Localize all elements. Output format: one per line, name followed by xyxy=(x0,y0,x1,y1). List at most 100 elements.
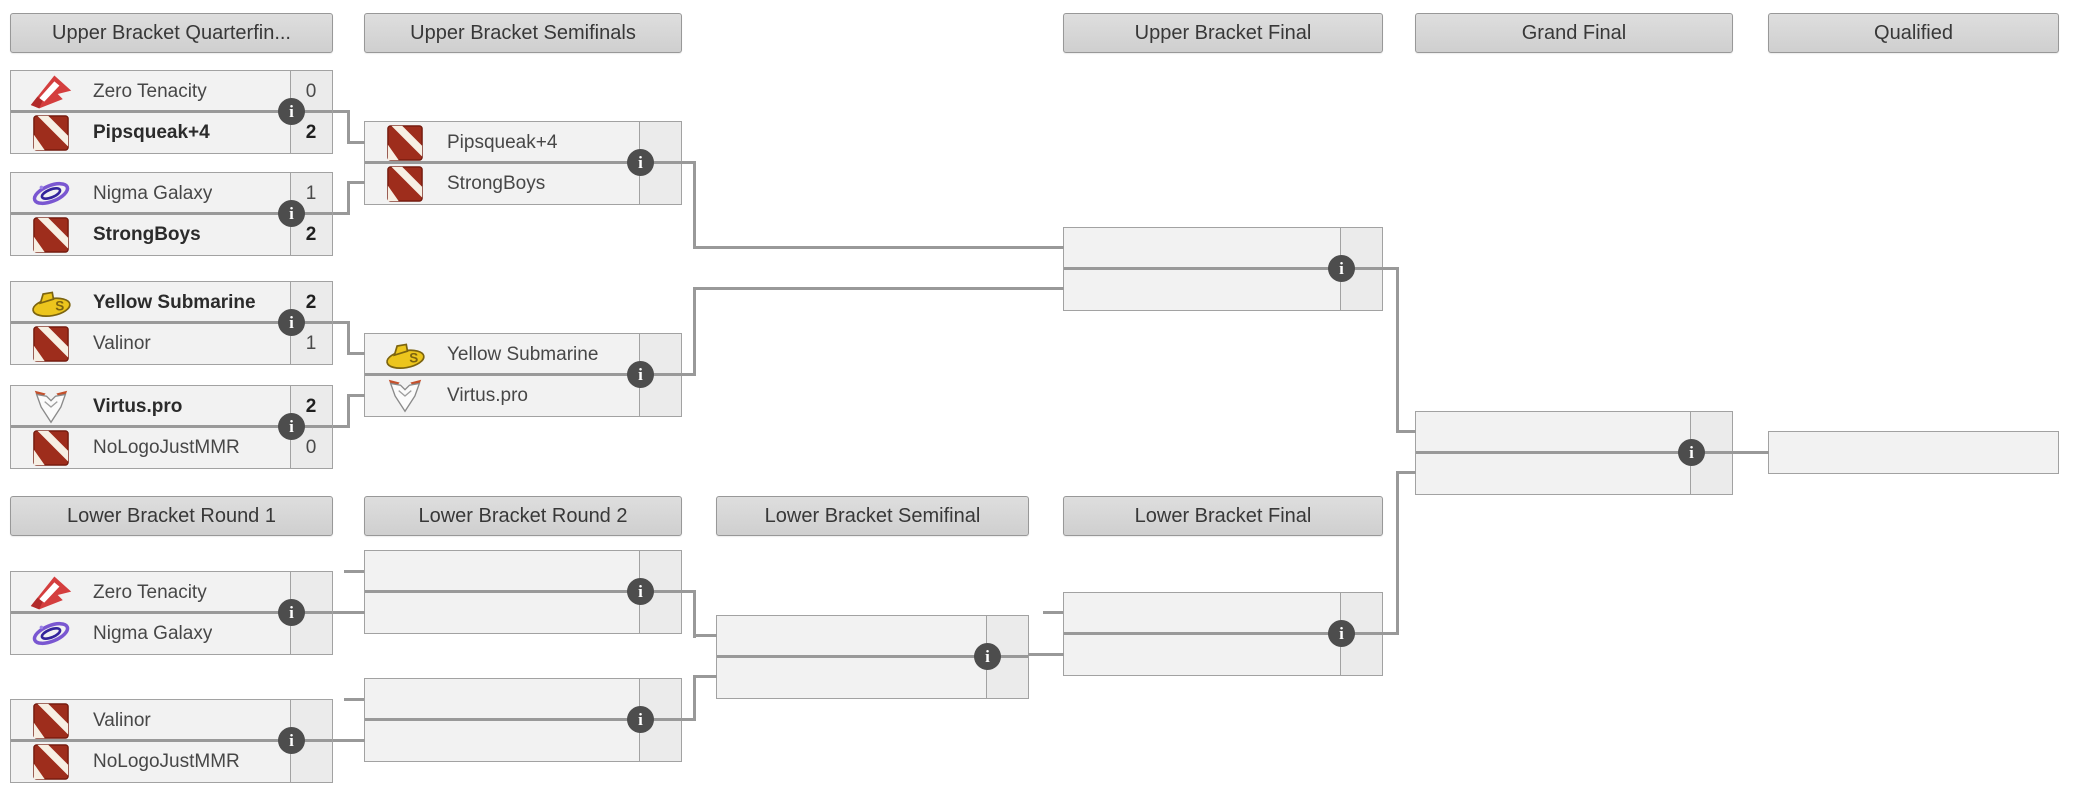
team-slot[interactable]: Pipsqueak+4 xyxy=(365,122,681,163)
match-info-icon[interactable]: i xyxy=(627,706,654,733)
dota2-logo-icon[interactable] xyxy=(29,743,73,781)
dota2-logo-icon[interactable] xyxy=(29,429,73,467)
bracket-connector xyxy=(347,181,365,184)
team-slot[interactable]: Nigma Galaxy xyxy=(11,613,332,654)
virtus-pro-logo-icon[interactable] xyxy=(383,377,427,415)
match-divider xyxy=(365,718,681,721)
bracket-connector xyxy=(347,394,350,428)
team-slot[interactable]: Virtus.pro 2 xyxy=(11,386,332,427)
team-score: 1 xyxy=(305,183,317,204)
yellow-submarine-logo-icon[interactable]: S xyxy=(29,284,73,322)
team-name[interactable]: Yellow Submarine xyxy=(93,291,256,313)
svg-text:S: S xyxy=(409,350,418,365)
round-header-qualified: Qualified xyxy=(1768,13,2059,53)
bracket-connector xyxy=(681,590,695,593)
match-info-icon[interactable]: i xyxy=(278,309,305,336)
team-name[interactable]: Pipsqueak+4 xyxy=(93,121,210,143)
nigma-galaxy-logo-icon[interactable] xyxy=(29,175,73,213)
team-name[interactable]: Valinor xyxy=(93,332,151,354)
match-divider xyxy=(11,212,332,215)
match-info-icon[interactable]: i xyxy=(627,149,654,176)
yellow-submarine-logo-icon[interactable]: S xyxy=(383,336,427,374)
match-info-icon[interactable]: i xyxy=(1328,620,1355,647)
zero-tenacity-logo-icon[interactable] xyxy=(29,574,73,612)
team-name[interactable]: StrongBoys xyxy=(447,172,546,194)
round-header-upper-semifinals: Upper Bracket Semifinals xyxy=(364,13,682,53)
team-slot[interactable]: StrongBoys xyxy=(365,163,681,204)
team-name[interactable]: Virtus.pro xyxy=(447,384,528,406)
match-info-icon[interactable]: i xyxy=(1328,255,1355,282)
match-qualified xyxy=(1768,431,2059,474)
team-name[interactable]: Pipsqueak+4 xyxy=(447,131,558,153)
team-score: 0 xyxy=(305,81,317,102)
dota2-logo-icon[interactable] xyxy=(29,114,73,152)
team-slot[interactable]: Virtus.pro xyxy=(365,375,681,416)
match-ub-final: i xyxy=(1063,227,1383,311)
team-name[interactable]: StrongBoys xyxy=(93,223,201,245)
match-divider xyxy=(365,373,681,376)
team-slot[interactable]: Valinor xyxy=(11,700,332,741)
dota2-logo-icon[interactable] xyxy=(383,124,427,162)
match-divider xyxy=(11,425,332,428)
bracket-connector xyxy=(347,394,365,397)
round-header-lower-round2: Lower Bracket Round 2 xyxy=(364,496,682,536)
team-name[interactable]: NoLogoJustMMR xyxy=(93,750,240,772)
team-score: 2 xyxy=(305,396,317,417)
match-info-icon[interactable]: i xyxy=(1678,439,1705,466)
zero-tenacity-logo-icon[interactable] xyxy=(29,73,73,111)
bracket-connector xyxy=(344,698,364,701)
dota2-logo-icon[interactable] xyxy=(383,165,427,203)
virtus-pro-logo-icon[interactable] xyxy=(29,388,73,426)
team-score: 2 xyxy=(305,122,317,143)
dota2-logo-icon[interactable] xyxy=(29,702,73,740)
bracket-connector xyxy=(333,212,349,215)
bracket-connector xyxy=(1043,611,1063,614)
match-divider xyxy=(1416,451,1732,454)
team-slot[interactable]: Zero Tenacity 0 xyxy=(11,71,332,112)
dota2-logo-icon[interactable] xyxy=(29,325,73,363)
round-header-upper-final: Upper Bracket Final xyxy=(1063,13,1383,53)
bracket-connector xyxy=(693,590,696,638)
nigma-galaxy-logo-icon[interactable] xyxy=(29,615,73,653)
team-name[interactable]: Nigma Galaxy xyxy=(93,622,213,644)
bracket-connector xyxy=(693,675,717,678)
team-slot[interactable]: S Yellow Submarine xyxy=(365,334,681,375)
team-name[interactable]: Virtus.pro xyxy=(93,395,183,417)
round-header-lower-semifinal: Lower Bracket Semifinal xyxy=(716,496,1029,536)
match-info-icon[interactable]: i xyxy=(627,578,654,605)
match-info-icon[interactable]: i xyxy=(278,413,305,440)
team-score: 1 xyxy=(305,333,317,354)
match-info-icon[interactable]: i xyxy=(278,200,305,227)
team-slot[interactable]: Pipsqueak+4 2 xyxy=(11,112,332,153)
team-slot[interactable]: Valinor 1 xyxy=(11,323,332,364)
match-divider xyxy=(717,655,1028,658)
dota2-logo-icon[interactable] xyxy=(29,216,73,254)
round-header-lower-final: Lower Bracket Final xyxy=(1063,496,1383,536)
team-name[interactable]: Yellow Submarine xyxy=(447,343,599,365)
bracket-connector xyxy=(693,634,717,637)
bracket-connector xyxy=(1396,471,1399,635)
match-lb-sf: i xyxy=(716,615,1029,699)
round-header-grand-final: Grand Final xyxy=(1415,13,1733,53)
match-info-icon[interactable]: i xyxy=(974,643,1001,670)
match-info-icon[interactable]: i xyxy=(278,727,305,754)
team-name[interactable]: Zero Tenacity xyxy=(93,80,207,102)
match-info-icon[interactable]: i xyxy=(278,599,305,626)
team-name[interactable]: Nigma Galaxy xyxy=(93,182,213,204)
team-name[interactable]: Zero Tenacity xyxy=(93,581,207,603)
team-name[interactable]: NoLogoJustMMR xyxy=(93,436,240,458)
team-name[interactable]: Valinor xyxy=(93,709,151,731)
match-info-icon[interactable]: i xyxy=(278,98,305,125)
team-slot[interactable]: Nigma Galaxy 1 xyxy=(11,173,332,214)
match-info-icon[interactable]: i xyxy=(627,361,654,388)
team-slot[interactable]: Zero Tenacity xyxy=(11,572,332,613)
team-slot[interactable]: NoLogoJustMMR xyxy=(11,741,332,782)
